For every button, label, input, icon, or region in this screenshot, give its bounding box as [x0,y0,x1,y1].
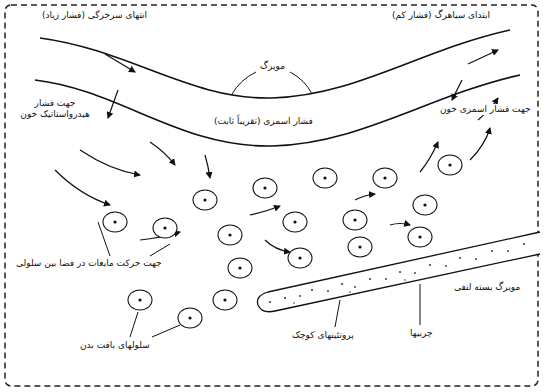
arrow-label: جهت فشار اسمزی خون [438,104,533,115]
lymph-particles [269,243,525,304]
part-label: مویرگ بسته لنفی [452,282,522,293]
part-label: سلولهای بافت بدن [78,340,152,351]
heading-label: انتهای سرخرگی (فشار زیاد) [40,10,149,21]
flow-arrows [55,50,498,252]
capillary-tube [35,30,520,146]
part-label: پروتئینهای کوچک [290,330,356,341]
part-label: مویرگ [258,61,287,72]
heading-label: ابتدای سیاهرگ (فشار کم) [390,10,492,21]
lymph-capillary [257,232,540,312]
arrow-label: جهت حرکت مایعات در فضا بین سلولی [14,258,164,269]
part-label: چربیها [408,328,435,339]
arrow-label: جهت فشار هیدرواستاتیک خون [12,98,98,121]
part-label: فشار اسمزی (تقریباً ثابت) [212,116,315,127]
frame [5,5,538,386]
